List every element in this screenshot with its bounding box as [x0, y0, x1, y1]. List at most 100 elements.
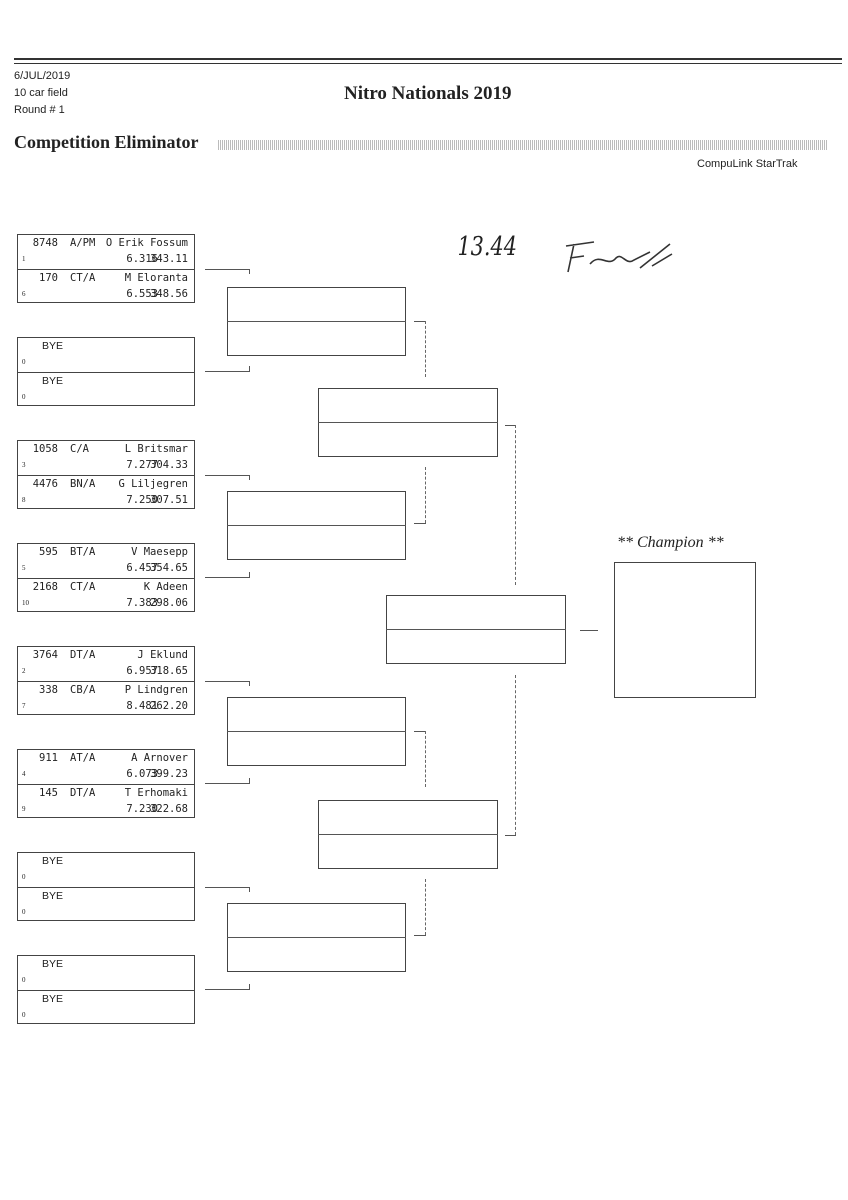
- entry-num: 170: [39, 272, 58, 284]
- entry-num: 2168: [32, 581, 58, 593]
- entry-mph: 304.33: [150, 459, 188, 471]
- connector: [205, 681, 250, 682]
- entry-name: L Britsmar: [124, 443, 188, 455]
- entry-num: 4476: [32, 478, 58, 490]
- entry-cls: CB/A: [70, 684, 96, 696]
- entry-mph: 262.20: [150, 700, 188, 712]
- connector: [205, 989, 250, 990]
- connector-hook: [249, 778, 250, 783]
- entry-cls: DT/A: [70, 649, 96, 661]
- connector: [205, 577, 250, 578]
- entry-seed: 0: [22, 1011, 26, 1019]
- entry-cls: DT/A: [70, 787, 96, 799]
- connector: [205, 269, 250, 270]
- entry-name: V Maesepp: [131, 546, 188, 558]
- entry-seed: 6: [22, 290, 26, 298]
- entry-et: 7.277: [126, 459, 158, 471]
- entry: BYE 0: [18, 887, 194, 922]
- connector: [414, 935, 426, 936]
- handwritten-note: 13.44: [457, 232, 517, 262]
- entry-mph: 354.65: [150, 562, 188, 574]
- connector-dash: [515, 675, 517, 835]
- entry-mph: 318.65: [150, 665, 188, 677]
- entry-cls: BN/A: [70, 478, 96, 490]
- entry-et: 7.230: [126, 803, 158, 815]
- entry-name: J Eklund: [137, 649, 188, 661]
- entry-seed: 8: [22, 496, 26, 504]
- connector-dash: [425, 731, 427, 787]
- entry-seed: 4: [22, 770, 26, 778]
- eliminator-title: Competition Eliminator: [14, 132, 199, 152]
- box-divider: [318, 834, 498, 835]
- champion-box: [614, 562, 756, 698]
- entry-num: 8748: [32, 237, 58, 249]
- connector: [205, 475, 250, 476]
- entry-bye: BYE: [42, 993, 64, 1005]
- entry-bye: BYE: [42, 340, 64, 352]
- entry-mph: 343.11: [150, 253, 188, 265]
- entry-mph: 298.06: [150, 597, 188, 609]
- entry-seed: 0: [22, 873, 26, 881]
- connector-dash: [425, 467, 427, 523]
- box-divider: [386, 629, 566, 630]
- champion-label: ** Champion **: [617, 534, 724, 551]
- event-title: Nitro Nationals 2019: [344, 83, 512, 104]
- entry-cls: AT/A: [70, 752, 96, 764]
- entry-seed: 1: [22, 255, 26, 263]
- entry-name: O Erik Fossum: [105, 237, 188, 249]
- entry-bye: BYE: [42, 890, 64, 902]
- entry-name: M Eloranta: [124, 272, 188, 284]
- entry-et: 6.457: [126, 562, 158, 574]
- connector: [505, 835, 516, 836]
- entry-cls: C/A: [70, 443, 89, 455]
- entry-mph: 348.56: [150, 288, 188, 300]
- round-number: Round # 1: [14, 104, 65, 116]
- entry-num: 3764: [32, 649, 58, 661]
- entry-et: 6.553: [126, 288, 158, 300]
- connector-hook: [249, 475, 250, 480]
- box-divider: [227, 525, 406, 526]
- entry-et: 6.316: [126, 253, 158, 265]
- entry-name: K Adeen: [143, 581, 188, 593]
- entry-num: 145: [39, 787, 58, 799]
- entry: BYE 0: [18, 990, 194, 1025]
- box-divider: [318, 422, 498, 423]
- entry-mph: 399.23: [150, 768, 188, 780]
- entry-seed: 2: [22, 667, 26, 675]
- entry-cls: CT/A: [70, 581, 96, 593]
- entry-name: P Lindgren: [124, 684, 188, 696]
- connector: [414, 523, 426, 524]
- entry-mph: 307.51: [150, 494, 188, 506]
- connector-hook: [249, 681, 250, 686]
- software-credit: CompuLink StarTrak: [697, 158, 798, 170]
- entry-seed: 3: [22, 461, 26, 469]
- entry-seed: 0: [22, 358, 26, 366]
- top-rule-thin: [14, 63, 842, 64]
- connector: [505, 425, 516, 426]
- entry-seed: 0: [22, 393, 26, 401]
- entry-seed: 0: [22, 908, 26, 916]
- box-divider: [227, 937, 406, 938]
- entry-num: 911: [39, 752, 58, 764]
- connector-hook: [249, 572, 250, 577]
- connector: [580, 630, 598, 631]
- connector-dash: [425, 879, 427, 935]
- entry-et: 8.481: [126, 700, 158, 712]
- connector-hook: [249, 887, 250, 892]
- entry-seed: 7: [22, 702, 26, 710]
- entry-cls: BT/A: [70, 546, 96, 558]
- entry-name: T Erhomaki: [124, 787, 188, 799]
